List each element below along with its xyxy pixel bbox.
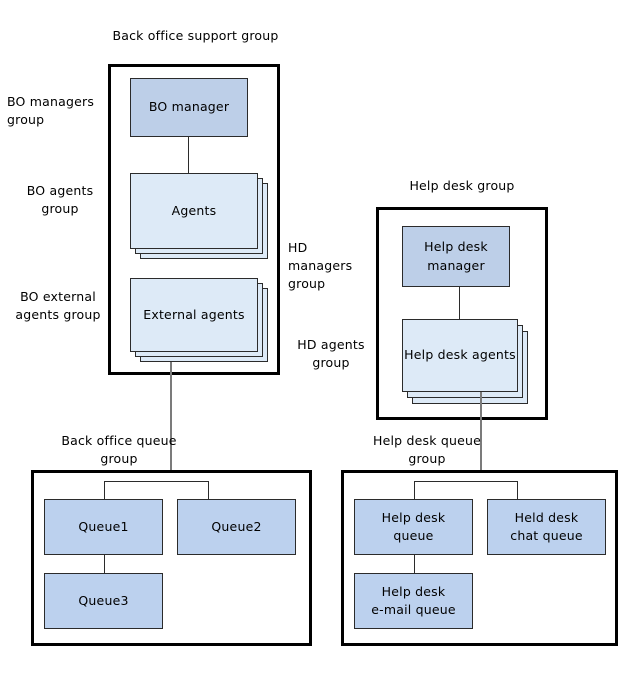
node-help-desk-email-queue[interactable]: Help desk e-mail queue: [354, 573, 473, 629]
node-help-desk-manager[interactable]: Help desk manager: [402, 226, 510, 287]
connector-hd-queue-bus-to-queue: [414, 481, 415, 501]
connector-bo-queue-bus-to-queue1: [104, 481, 105, 501]
node-held-desk-chat-queue[interactable]: Held desk chat queue: [487, 499, 606, 555]
connector-queue1-to-queue3: [104, 553, 105, 575]
connector-bo-queue-bus-to-queue2: [208, 481, 209, 501]
node-bo-manager[interactable]: BO manager: [130, 78, 248, 137]
back-office-support-group-caption: Back office support group: [112, 28, 279, 43]
hd-managers-group-label: HD managers group: [288, 240, 353, 292]
connector-bo-agents-to-bo-queues: [170, 362, 172, 574]
node-external-agents[interactable]: External agents: [130, 278, 258, 352]
bo-agents-group-label: BO agents group: [26, 183, 94, 217]
connector-hd-queue-bus-to-chat-queue: [517, 481, 518, 501]
bo-managers-group-label: BO managers group: [7, 94, 95, 128]
node-queue2[interactable]: Queue2: [177, 499, 296, 555]
connector-hd-queue-to-email-queue: [414, 553, 415, 575]
node-help-desk-queue[interactable]: Help desk queue: [354, 499, 473, 555]
help-desk-queue-group-caption: Help desk queue group: [373, 433, 481, 467]
back-office-queue-group-caption: Back office queue group: [61, 433, 177, 467]
node-agents[interactable]: Agents: [130, 173, 258, 249]
node-help-desk-agents[interactable]: Help desk agents: [402, 319, 518, 392]
connector-bo-manager-to-agents: [188, 137, 189, 173]
connector-hd-queue-bus-horizontal: [414, 481, 518, 482]
help-desk-group-caption: Help desk group: [409, 178, 515, 193]
node-queue3[interactable]: Queue3: [44, 573, 163, 629]
node-queue1[interactable]: Queue1: [44, 499, 163, 555]
hd-agents-group-label: HD agents group: [297, 337, 365, 371]
connector-bo-queue-bus-horizontal: [104, 481, 209, 482]
bo-external-agents-group-label: BO external agents group: [15, 289, 101, 323]
connector-hd-manager-to-hd-agents: [459, 287, 460, 319]
